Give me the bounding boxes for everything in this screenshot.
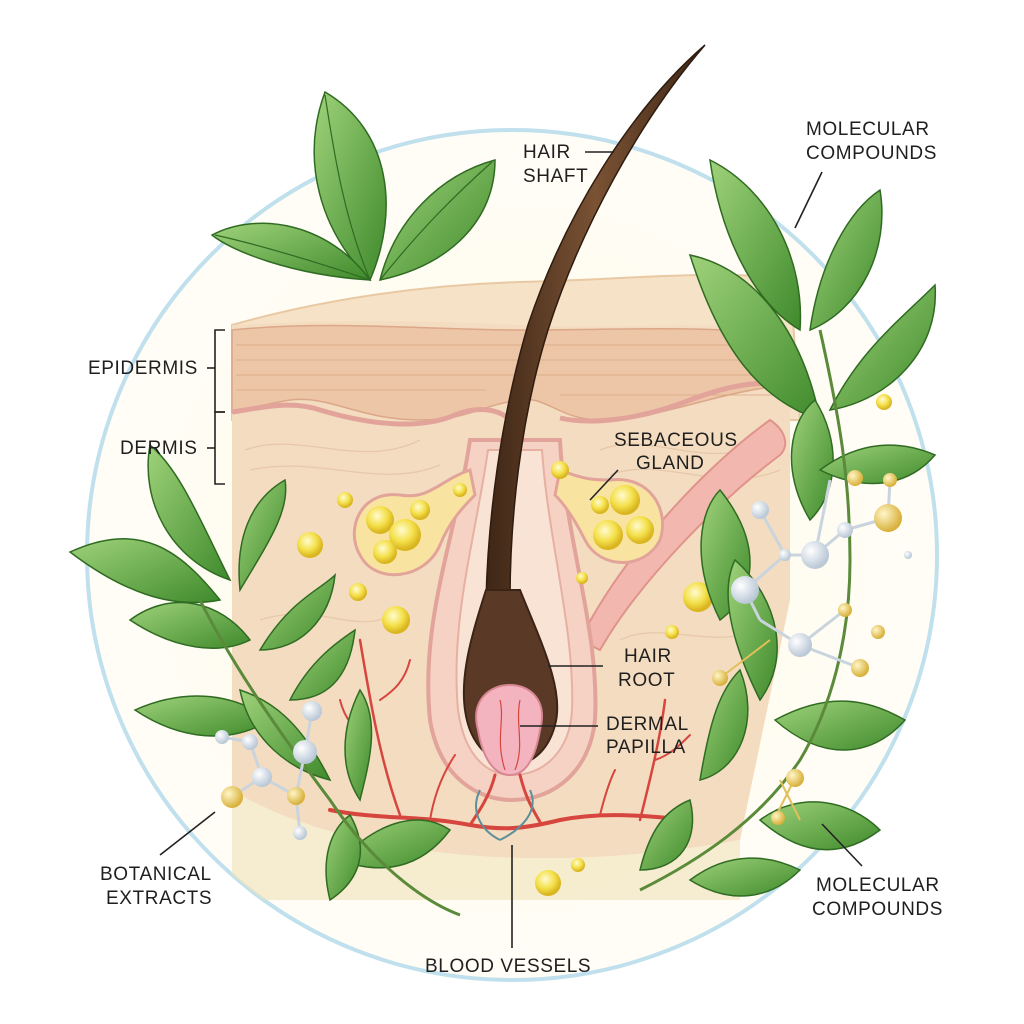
sebaceous-gland-right <box>553 467 665 564</box>
label-botanical-extracts: BOTANICAL EXTRACTS <box>100 864 217 909</box>
label-blood-vessels: BLOOD VESSELS <box>425 956 591 977</box>
diagram-labels: HAIR SHAFT MOLECULAR COMPOUNDS EPIDERMIS… <box>88 119 946 977</box>
dermal-papilla <box>475 683 543 777</box>
molecular-structure-left <box>215 701 322 840</box>
label-dermis: DERMIS <box>120 438 198 459</box>
label-molecular-compounds-top: MOLECULAR COMPOUNDS <box>806 119 937 164</box>
leader-lines <box>159 151 863 948</box>
label-molecular-compounds-bottom: MOLECULAR COMPOUNDS <box>812 875 946 920</box>
label-hair-root: HAIR ROOT <box>618 646 678 691</box>
label-epidermis: EPIDERMIS <box>88 358 198 379</box>
label-sebaceous-gland: SEBACEOUS GLAND <box>614 430 744 474</box>
molecular-structure-right <box>712 470 912 825</box>
sebaceous-gland-left <box>352 468 477 577</box>
blood-vessels <box>328 638 692 831</box>
oil-droplets <box>297 394 892 896</box>
label-dermal-papilla: DERMAL PAPILLA <box>606 714 694 758</box>
label-hair-shaft: HAIR SHAFT <box>523 142 588 187</box>
